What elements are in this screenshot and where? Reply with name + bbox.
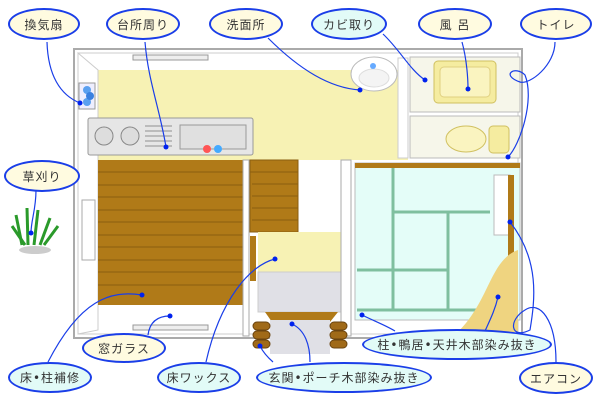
label-air-conditioner: エアコン bbox=[519, 362, 593, 394]
grass-icon bbox=[10, 207, 60, 246]
leader-lines bbox=[30, 33, 557, 363]
label-mold-removal: カビ取り bbox=[311, 8, 387, 40]
leader-dots bbox=[28, 77, 513, 349]
label-pillar-lintel-ceiling: 柱•鴨居•天井木部染み抜き bbox=[362, 329, 552, 360]
label-washroom: 洗面所 bbox=[209, 8, 283, 40]
label-kitchen: 台所周り bbox=[106, 8, 180, 40]
washbasin-icon bbox=[350, 56, 398, 92]
label-floor-wax: 床ワックス bbox=[157, 362, 241, 393]
entry-stone bbox=[257, 271, 342, 313]
air-conditioner-icon bbox=[493, 174, 511, 236]
toilet-icon bbox=[445, 125, 510, 154]
ventilation-fan-icon bbox=[78, 82, 96, 110]
label-bath: 風 呂 bbox=[418, 8, 492, 40]
label-floor-pillar-repair: 床•柱補修 bbox=[8, 362, 92, 393]
label-weeding: 草刈り bbox=[4, 160, 80, 192]
wood-floor bbox=[98, 160, 243, 305]
kitchen-counter-icon bbox=[87, 117, 254, 156]
label-entrance-porch: 玄関•ポーチ木部染み抜き bbox=[256, 362, 432, 393]
label-ventilation-fan: 換気扇 bbox=[8, 8, 80, 40]
label-window-glass: 窓ガラス bbox=[82, 333, 166, 363]
label-toilet: トイレ bbox=[520, 8, 592, 40]
